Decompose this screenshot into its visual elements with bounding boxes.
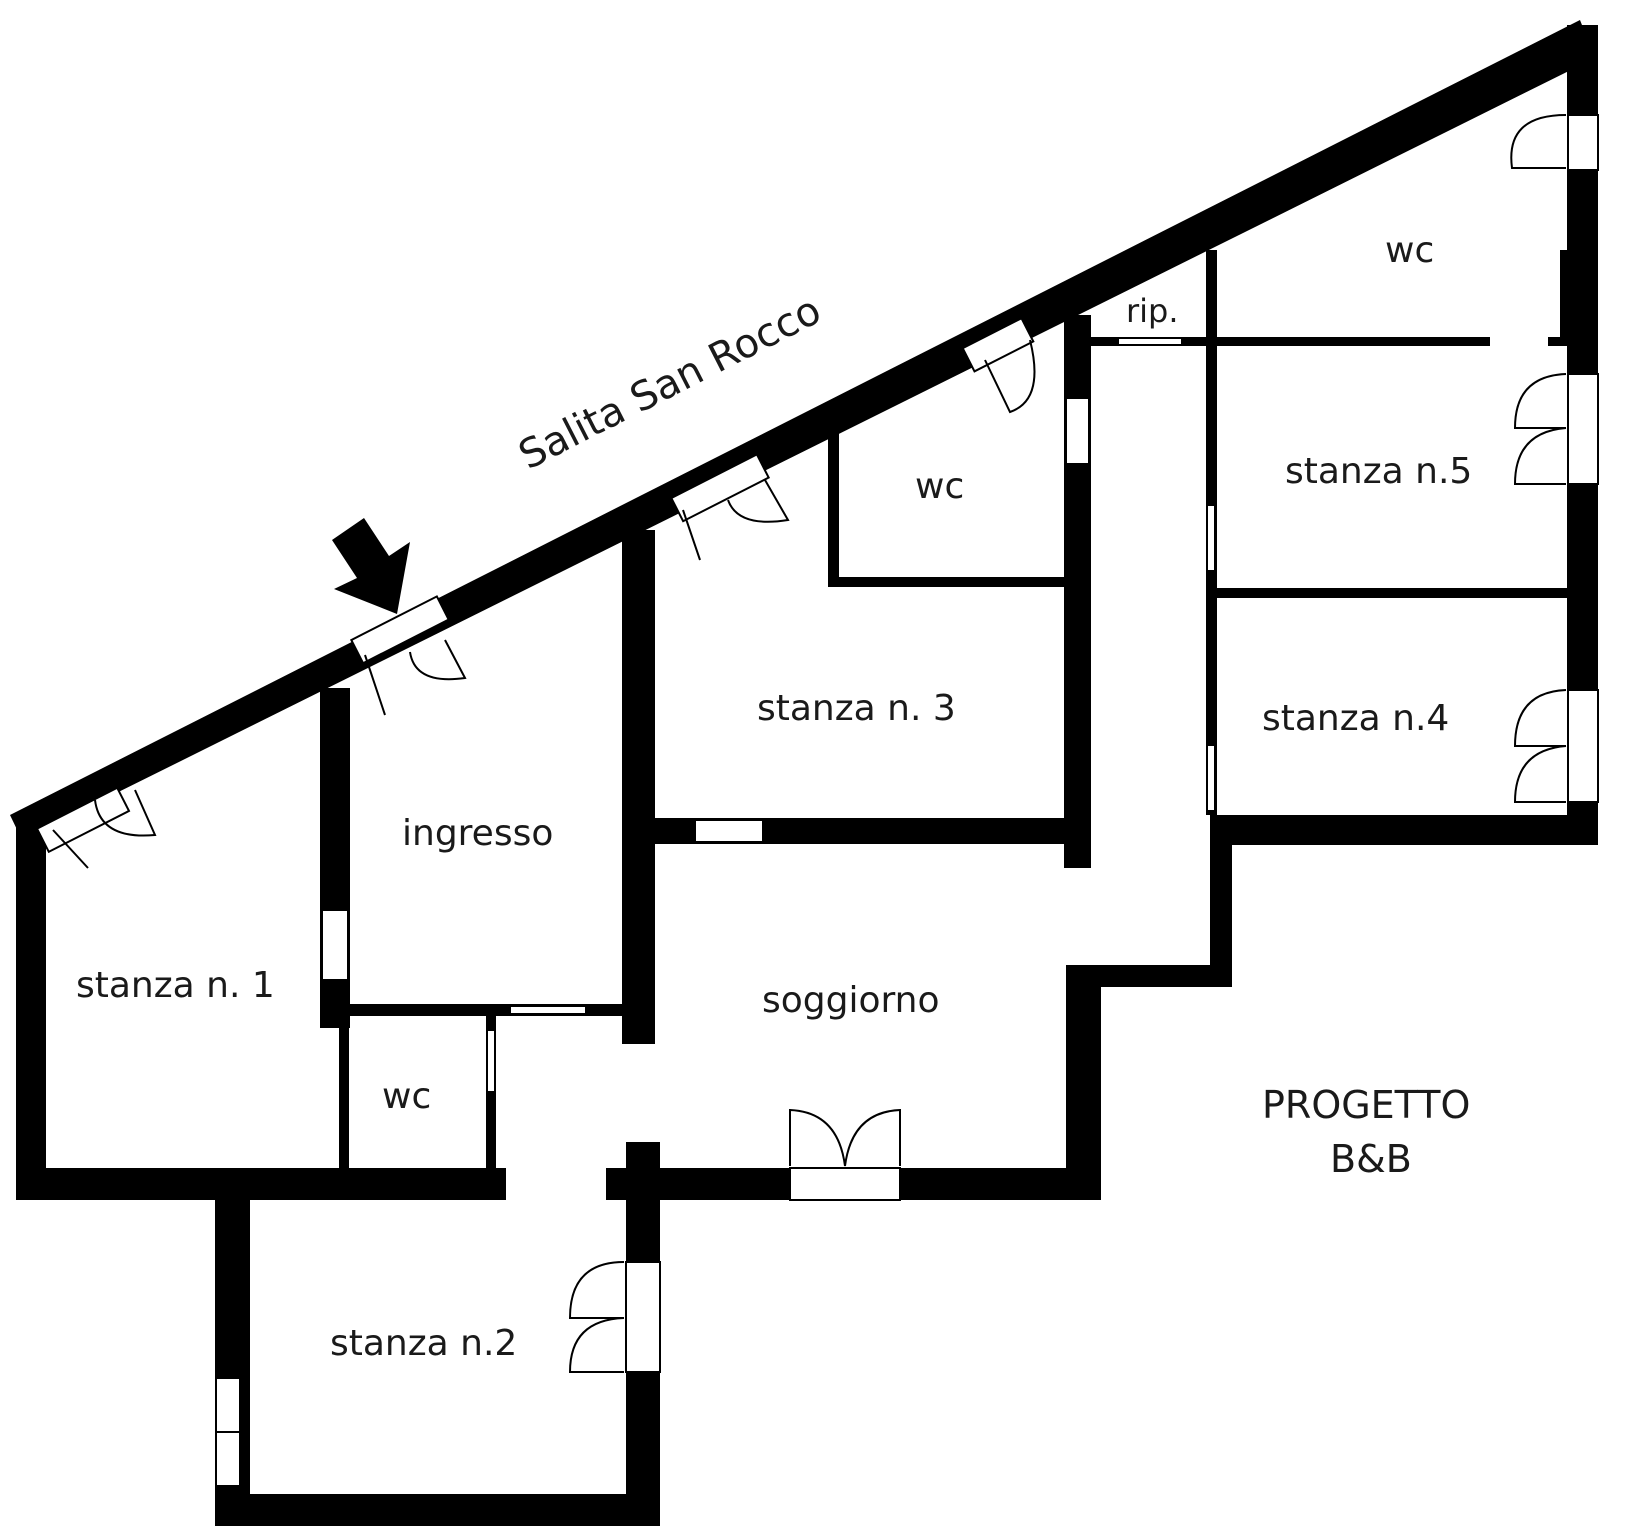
wc-middle-west-wall bbox=[828, 430, 839, 585]
soggiorno-east-wall bbox=[1066, 965, 1101, 1200]
room-label-stanza1: stanza n. 1 bbox=[76, 965, 275, 1006]
openings bbox=[35, 114, 1599, 1487]
room-label-stanza5: stanza n.5 bbox=[1285, 451, 1472, 492]
arrow-down-right-icon bbox=[332, 518, 410, 614]
room-label-soggiorno: soggiorno bbox=[762, 980, 940, 1021]
room-label-stanza3: stanza n. 3 bbox=[757, 688, 956, 729]
room-label-wc-middle: wc bbox=[915, 466, 964, 507]
room-label-stanza4: stanza n.4 bbox=[1262, 698, 1449, 739]
step-wall-2 bbox=[1210, 830, 1232, 987]
wc-top-divider bbox=[1560, 250, 1570, 340]
room-label-wc-small: wc bbox=[382, 1076, 431, 1117]
door-swing-wc-top bbox=[1510, 114, 1567, 169]
door-swing-wc-middle bbox=[984, 339, 1036, 414]
project-title-line2: B&B bbox=[1330, 1137, 1412, 1181]
door-swing-stanza4 bbox=[1513, 689, 1567, 803]
door-swing-stanza5 bbox=[1513, 373, 1567, 485]
window-wc-top bbox=[1567, 114, 1599, 171]
rip-south-wall bbox=[1090, 337, 1490, 346]
door-swing-ingresso bbox=[364, 639, 467, 716]
door-stanza1-ingresso bbox=[321, 909, 349, 981]
door-stanza2-east bbox=[625, 1261, 661, 1373]
project-title-line1: PROGETTO bbox=[1262, 1083, 1470, 1127]
south-wall-left bbox=[16, 1168, 506, 1200]
door-wc-small bbox=[486, 1029, 496, 1093]
window-stanza1 bbox=[35, 786, 131, 854]
rip-south-wall-end bbox=[1548, 337, 1570, 346]
door-swing-stanza2 bbox=[568, 1261, 625, 1373]
room-label-rip: rip. bbox=[1126, 292, 1179, 330]
door-wc-middle bbox=[1065, 397, 1090, 465]
door-ingresso-wc bbox=[509, 1005, 587, 1015]
window-stanza3 bbox=[669, 453, 771, 523]
room-label-stanza2: stanza n.2 bbox=[330, 1323, 517, 1364]
ingresso-east-wall bbox=[622, 530, 655, 1044]
door-soggiorno-south bbox=[789, 1167, 901, 1201]
west-wall bbox=[16, 815, 46, 1200]
stanza1-wc-wall bbox=[339, 1010, 349, 1170]
outer-walls bbox=[10, 20, 1598, 1526]
stanza2-south-wall bbox=[215, 1494, 660, 1526]
window-stanza4 bbox=[1567, 689, 1599, 803]
window-ingresso bbox=[349, 595, 451, 665]
door-swing-stanza3 bbox=[682, 479, 790, 561]
stanza5-stanza4-wall bbox=[1210, 588, 1570, 598]
soggiorno-jamb bbox=[626, 1142, 660, 1172]
door-swing-stanza1 bbox=[52, 789, 157, 869]
step-wall-1 bbox=[1066, 965, 1231, 987]
window-stanza5 bbox=[1567, 373, 1599, 485]
step-wall-3 bbox=[1210, 815, 1598, 845]
room-label-wc-top: wc bbox=[1385, 230, 1434, 271]
window-wc-middle bbox=[961, 316, 1035, 373]
wc-middle-south-wall bbox=[828, 577, 1066, 587]
room-label-ingresso: ingresso bbox=[402, 813, 553, 854]
door-rip bbox=[1117, 337, 1183, 346]
door-stanza3 bbox=[694, 819, 764, 843]
door-swing-soggiorno bbox=[789, 1108, 901, 1167]
door-stanza5 bbox=[1206, 504, 1216, 572]
door-stanza4 bbox=[1206, 744, 1216, 812]
